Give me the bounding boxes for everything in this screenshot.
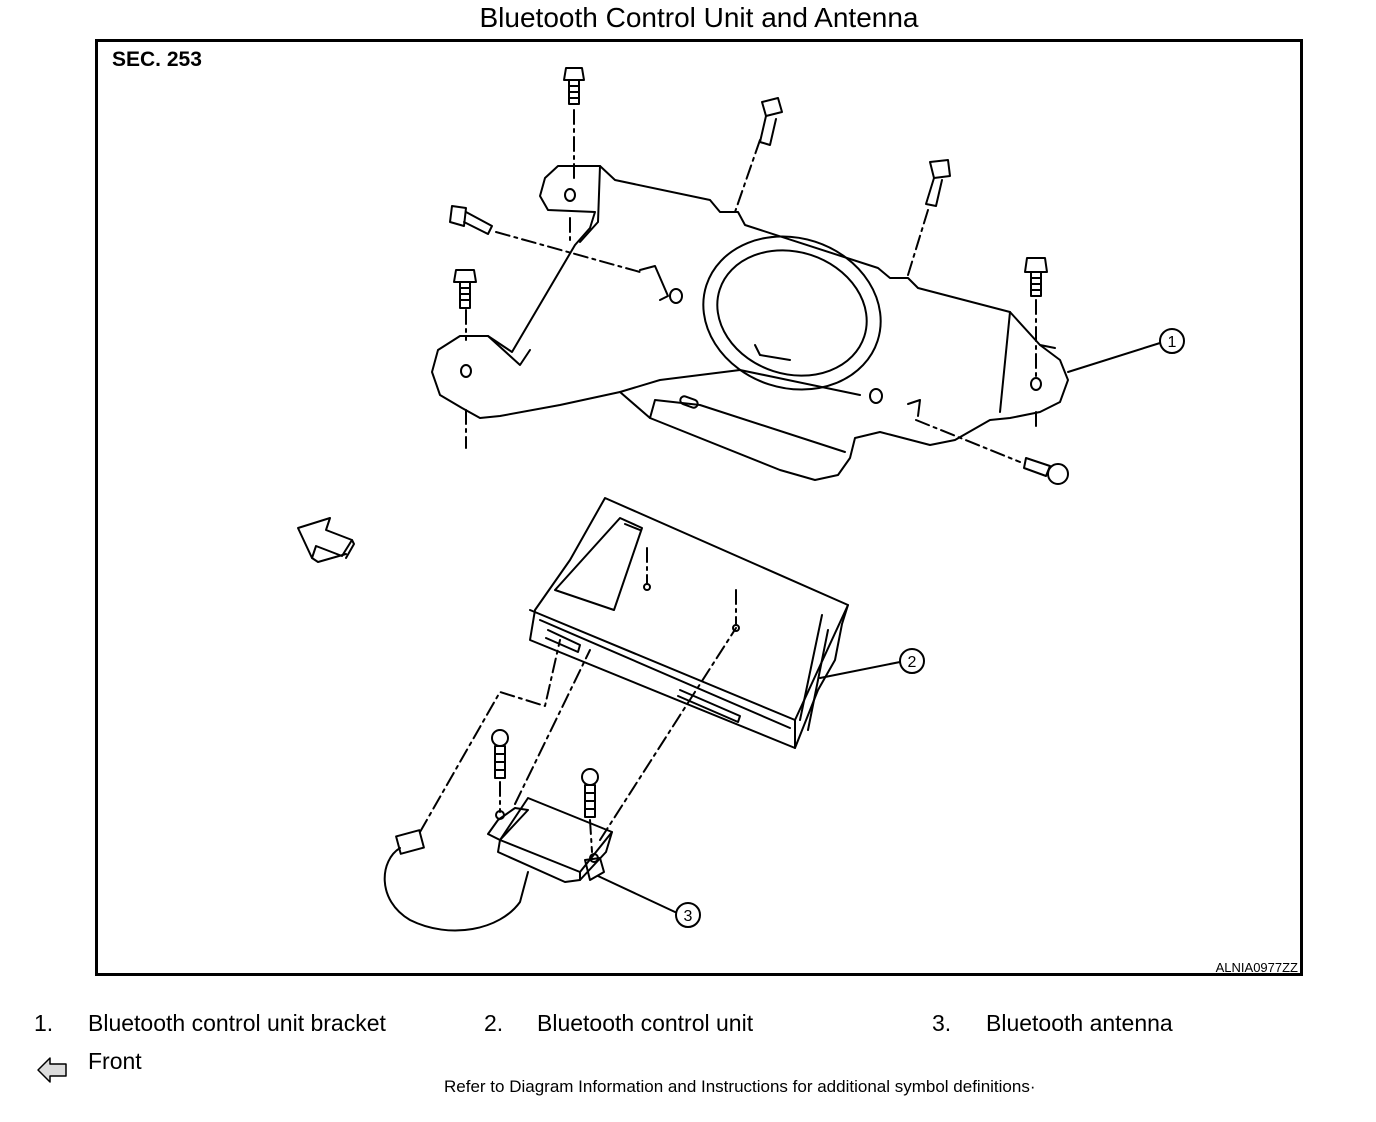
front-arrow-icon: [297, 517, 355, 563]
legend-front-arrow-icon: [37, 1057, 67, 1083]
callout-2-number: 2: [908, 654, 917, 671]
control-unit-drawing: [529, 497, 849, 749]
antenna-drawing: [383, 627, 737, 932]
reference-note: Refer to Diagram Information and Instruc…: [444, 1077, 1036, 1096]
bracket-drawing: [431, 165, 1069, 481]
callout-3: [675, 902, 701, 928]
legend-label-1: Bluetooth control unit bracket: [88, 1010, 386, 1036]
front-label: Front: [88, 1048, 142, 1074]
legend-label-2: Bluetooth control unit: [537, 1010, 754, 1036]
callout-1-number: 1: [1168, 334, 1177, 351]
callout-1: [1159, 328, 1185, 354]
legend-number-2: 2.: [484, 1010, 504, 1036]
diagram-frame: [95, 39, 1303, 976]
diagram-title: Bluetooth Control Unit and Antenna: [479, 2, 919, 33]
figure-code: ALNIA0977ZZ: [1215, 960, 1298, 975]
bracket-screws: [449, 67, 1069, 485]
callout-3-number: 3: [684, 908, 693, 925]
callout-2: [899, 648, 925, 674]
section-label: SEC. 253: [112, 48, 202, 71]
legend-number-1: 1.: [34, 1010, 54, 1036]
callout-leaders: [597, 342, 1161, 913]
legend-number-3: 3.: [932, 1010, 952, 1036]
legend-label-3: Bluetooth antenna: [986, 1010, 1173, 1036]
